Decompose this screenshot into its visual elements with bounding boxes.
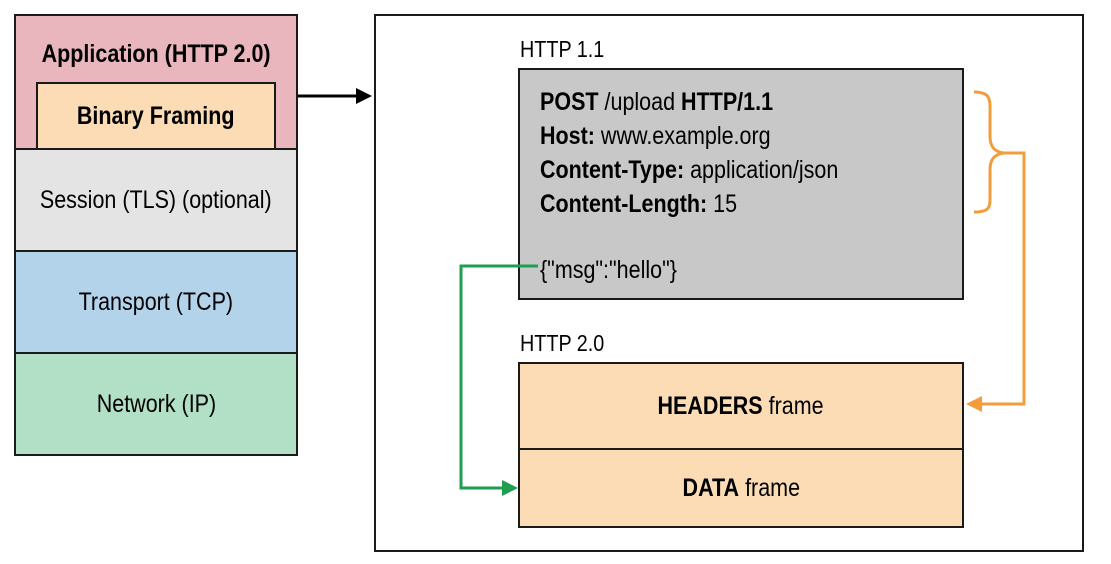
- header-value: www.example.org: [594, 122, 771, 150]
- layer-binary-framing-label: Binary Framing: [77, 101, 235, 130]
- header-name: Host:: [540, 122, 595, 150]
- header-name: Content-Type:: [540, 156, 685, 184]
- headers-frame-name: HEADERS: [657, 391, 764, 420]
- header-name: Content-Length:: [540, 190, 708, 218]
- headers-brace: [973, 90, 1005, 214]
- data-frame: DATA frame: [518, 448, 964, 528]
- headers-frame-suffix: frame: [763, 391, 825, 420]
- http20-caption: HTTP 2.0: [520, 330, 605, 356]
- data-frame-suffix: frame: [738, 473, 800, 502]
- request-body: {"msg":"hello"}: [540, 256, 677, 284]
- data-frame-name: DATA: [682, 473, 739, 502]
- layer-network-label: Network (IP): [96, 389, 216, 418]
- request-path: /upload: [598, 88, 682, 116]
- http11-caption: HTTP 1.1: [520, 36, 605, 62]
- request-line: POST /upload HTTP/1.1: [540, 88, 773, 117]
- request-version: HTTP/1.1: [681, 88, 774, 116]
- data-arrow: [459, 264, 538, 496]
- header-content-type: Content-Type: application/json: [540, 156, 838, 185]
- headers-frame: HEADERS frame: [518, 362, 964, 450]
- http11-request-box: POST /upload HTTP/1.1 Host: www.example.…: [518, 68, 964, 300]
- layer-application-label: Application (HTTP 2.0): [41, 40, 271, 68]
- header-value: application/json: [684, 156, 839, 184]
- header-host: Host: www.example.org: [540, 122, 771, 151]
- layer-session: Session (TLS) (optional): [14, 148, 298, 252]
- layer-network: Network (IP): [14, 352, 298, 456]
- header-value: 15: [707, 190, 738, 218]
- headers-arrow: [966, 151, 1026, 412]
- stack-to-panel-arrow: [298, 88, 372, 104]
- layer-transport-label: Transport (TCP): [78, 287, 234, 316]
- layer-session-label: Session (TLS) (optional): [40, 185, 272, 214]
- request-method: POST: [540, 88, 599, 116]
- layer-transport: Transport (TCP): [14, 250, 298, 354]
- header-content-length: Content-Length: 15: [540, 190, 737, 219]
